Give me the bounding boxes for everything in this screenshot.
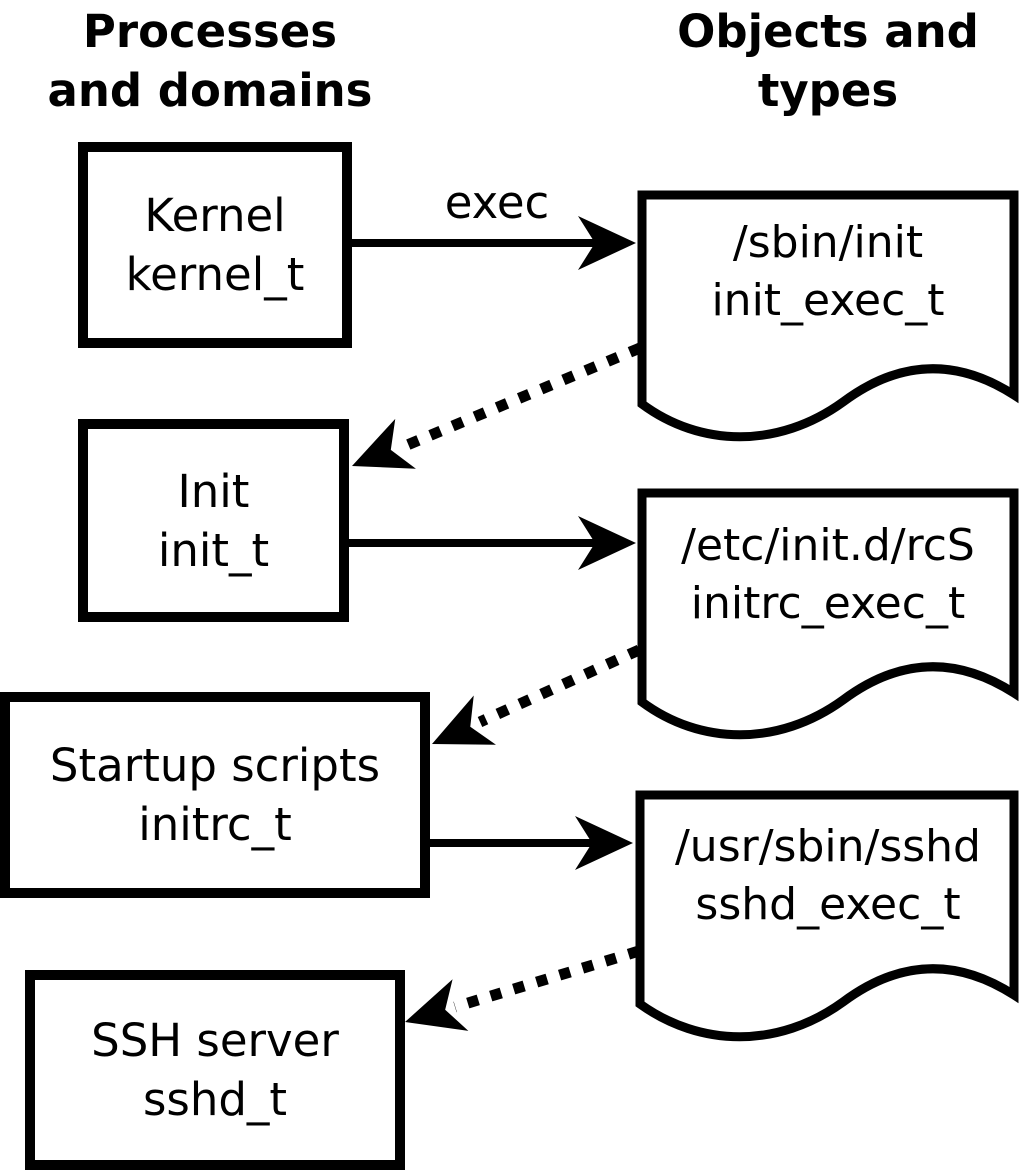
process-name: Kernel xyxy=(144,189,286,242)
solid-arrowhead xyxy=(575,816,633,870)
object-path: /etc/init.d/rcS xyxy=(681,520,975,571)
dotted-arrow-line xyxy=(453,945,641,1013)
object-label-etc-initd-rcs: /etc/init.d/rcS initrc_exec_t xyxy=(642,517,1014,633)
process-name: Startup scripts xyxy=(49,739,381,792)
process-name: Init xyxy=(177,464,250,518)
dotted-arrowhead xyxy=(405,979,469,1031)
header-line: types xyxy=(757,64,899,117)
solid-arrow-kernel-to-sbin-init xyxy=(350,216,636,270)
dotted-arrowhead xyxy=(352,418,416,469)
process-box-init: Init init_t xyxy=(78,419,349,622)
object-type: initrc_exec_t xyxy=(690,578,966,629)
column-header-objects: Objects and types xyxy=(628,2,1024,120)
dotted-arrow-sshd-exec-to-sshd xyxy=(405,945,641,1031)
object-path: /sbin/init xyxy=(732,217,924,268)
document-shape-usr-sbin-sshd xyxy=(635,790,1019,1042)
dotted-arrow-rcs-to-startup xyxy=(432,644,642,745)
dotted-arrow-sbin-init-to-init xyxy=(352,342,643,469)
process-domain: init_t xyxy=(157,523,270,577)
object-type: init_exec_t xyxy=(711,275,945,326)
object-label-sbin-init: /sbin/init init_exec_t xyxy=(642,214,1014,330)
exec-arrow-label: exec xyxy=(444,176,550,229)
solid-arrow-init-to-rcs xyxy=(347,516,636,570)
column-header-processes: Processes and domains xyxy=(10,2,410,120)
process-box-ssh-server: SSH server sshd_t xyxy=(25,970,405,1170)
process-domain: kernel_t xyxy=(125,248,305,301)
solid-arrowhead xyxy=(578,216,636,270)
header-line: Objects and xyxy=(677,5,979,58)
header-line: Processes xyxy=(82,5,338,58)
solid-arrowhead xyxy=(578,516,636,570)
process-box-kernel: Kernel kernel_t xyxy=(78,142,352,348)
document-shape-sbin-init xyxy=(637,190,1019,442)
dotted-arrow-line xyxy=(477,644,642,728)
header-line: and domains xyxy=(47,64,373,117)
object-type: sshd_exec_t xyxy=(695,879,961,930)
dotted-arrow-line xyxy=(397,342,643,454)
process-box-startup-scripts: Startup scripts initrc_t xyxy=(0,692,430,898)
process-domain: sshd_t xyxy=(142,1073,288,1126)
dotted-arrowhead xyxy=(432,695,496,745)
object-path: /usr/sbin/sshd xyxy=(674,821,981,872)
process-name: SSH server xyxy=(91,1014,339,1067)
process-domain: initrc_t xyxy=(138,798,292,851)
object-label-usr-sbin-sshd: /usr/sbin/sshd sshd_exec_t xyxy=(642,818,1014,934)
document-shape-etc-initd-rcs xyxy=(637,488,1019,740)
solid-arrow-startup-to-sshd xyxy=(428,816,633,870)
